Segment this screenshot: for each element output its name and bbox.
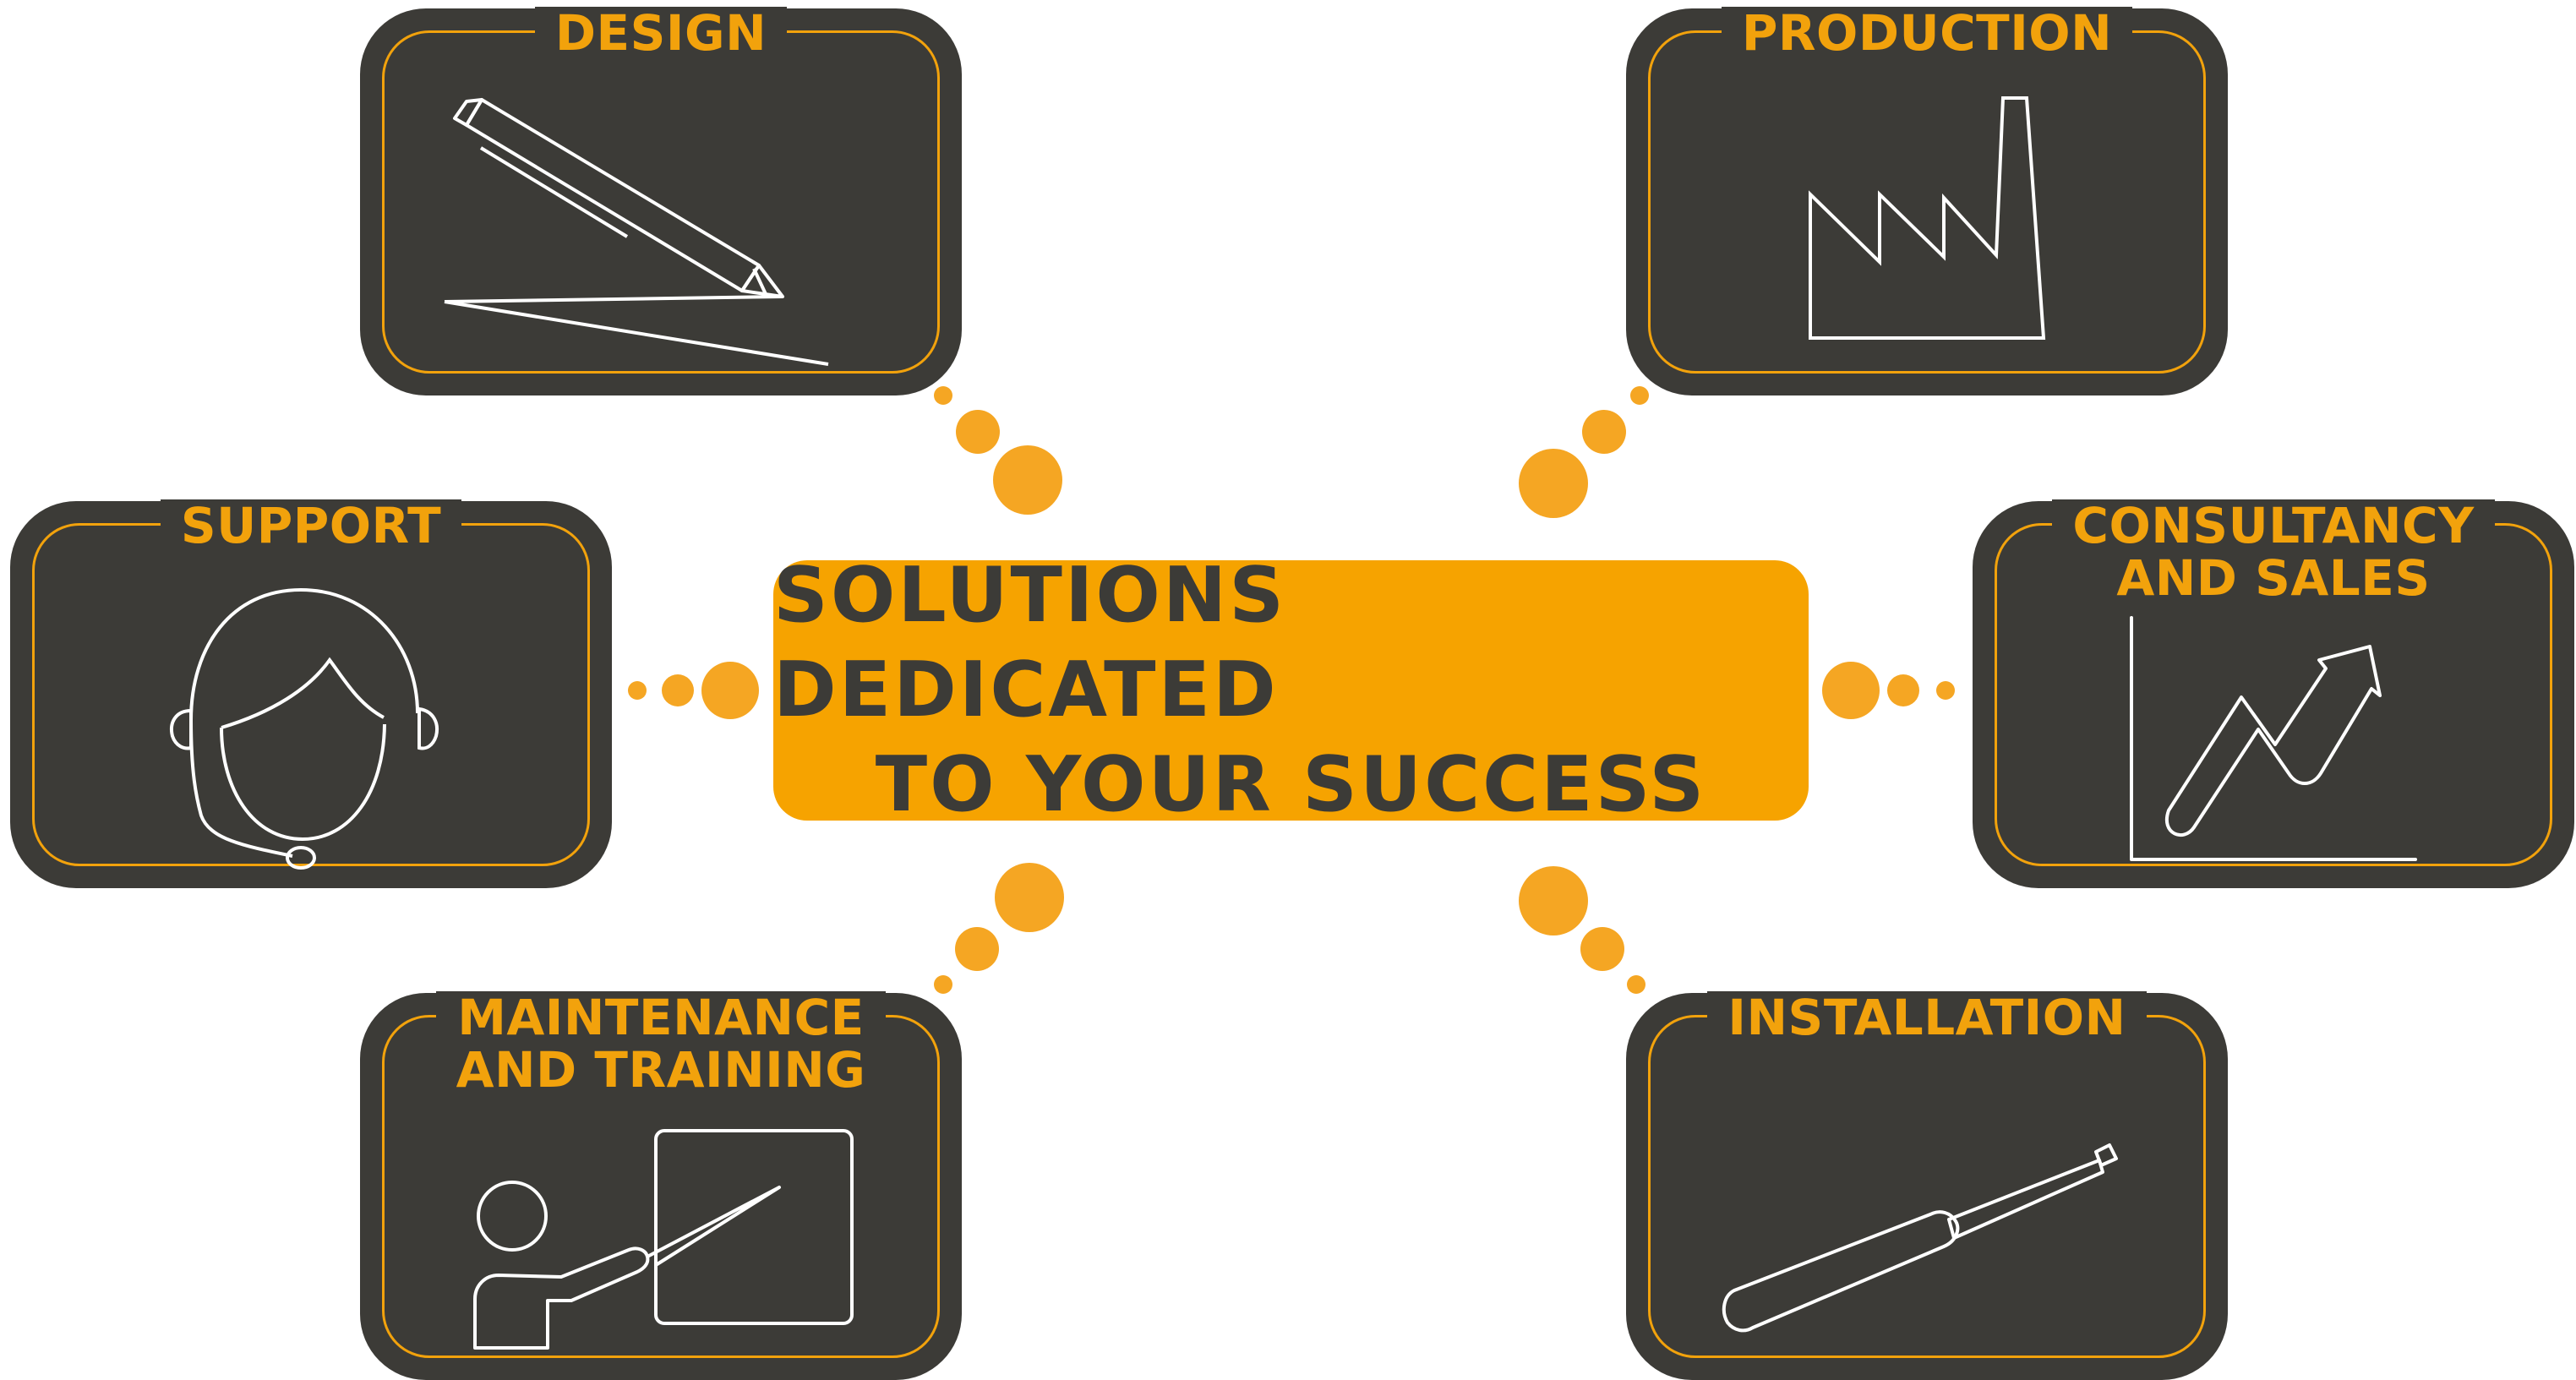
card-installation: INSTALLATION	[1626, 991, 2228, 1380]
growth-chart-icon	[2130, 616, 2417, 861]
card-title-line-1: MAINTENANCE	[457, 989, 865, 1046]
card-title: PRODUCTION	[1626, 7, 2228, 59]
central-message-line-1: SOLUTIONS DEDICATED	[773, 551, 1287, 734]
card-title: CONSULTANCY AND SALES	[1973, 499, 2574, 604]
screwdriver-icon	[1722, 1143, 2118, 1333]
card-title: INSTALLATION	[1626, 991, 2228, 1044]
card-title-line-2: AND SALES	[2116, 549, 2431, 607]
card-title: MAINTENANCE AND TRAINING	[360, 991, 962, 1096]
central-message-line-2: TO YOUR SUCCESS	[875, 740, 1707, 829]
card-title-text: INSTALLATION	[1707, 991, 2147, 1044]
central-message-box: SOLUTIONS DEDICATED TO YOUR SUCCESS	[773, 551, 1809, 829]
teacher-board-icon	[473, 1129, 854, 1350]
factory-icon	[1809, 96, 2046, 340]
card-title-text: PRODUCTION	[1721, 7, 2133, 59]
card-title: SUPPORT	[10, 499, 612, 552]
card-design: DESIGN	[360, 7, 962, 395]
card-production: PRODUCTION	[1626, 7, 2228, 395]
headset-agent-icon	[170, 587, 439, 870]
card-title-line-1: CONSULTANCY	[2072, 497, 2475, 554]
pencil-icon	[444, 98, 829, 366]
card-title: DESIGN	[360, 7, 962, 59]
card-title-text: SUPPORT	[160, 499, 462, 552]
card-consultancy-and-sales: CONSULTANCY AND SALES	[1973, 499, 2574, 888]
card-maintenance-and-training: MAINTENANCE AND TRAINING	[360, 991, 962, 1380]
card-support: SUPPORT	[10, 499, 612, 888]
card-title-line-2: AND TRAINING	[456, 1041, 866, 1099]
card-title-text: MAINTENANCE AND TRAINING	[435, 989, 887, 1099]
card-title-text: CONSULTANCY AND SALES	[2052, 497, 2495, 607]
card-title-text: DESIGN	[534, 7, 788, 59]
